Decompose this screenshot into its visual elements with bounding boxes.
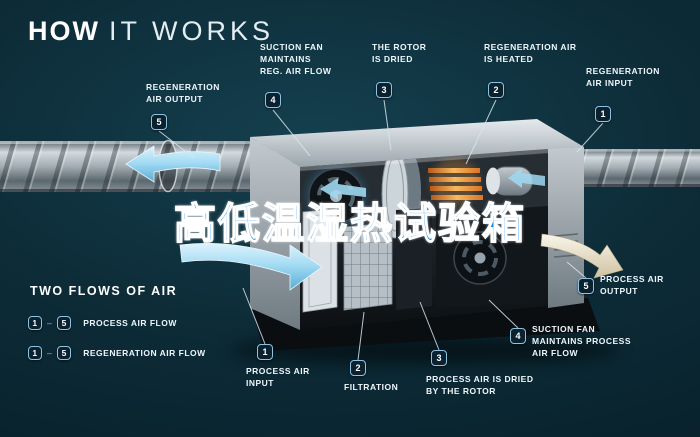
- badge-regeneration-3: 3: [376, 82, 392, 98]
- legend-heading: TWO FLOWS OF AIR: [30, 284, 178, 298]
- badge-regeneration-4: 4: [265, 92, 281, 108]
- process-air-input-arrow: [179, 243, 323, 291]
- legend-regeneration-label: REGENERATION AIR FLOW: [83, 348, 206, 358]
- badge-regeneration-2: 2: [488, 82, 504, 98]
- label-suction-fan-reg: SUCTION FAN MAINTAINS REG. AIR FLOW: [260, 42, 332, 76]
- legend-process-label: PROCESS AIR FLOW: [83, 318, 177, 328]
- badge-process-5: 5: [578, 278, 594, 294]
- badge-regeneration-5: 5: [151, 114, 167, 130]
- right-side-panel: [548, 147, 584, 308]
- process-fan-chamber: [436, 206, 548, 308]
- badge-process-4: 4: [510, 328, 526, 344]
- badge-process-1: 1: [257, 344, 273, 360]
- legend-process-to-badge: 5: [57, 316, 72, 330]
- title-how: HOW: [28, 16, 100, 46]
- internal-airflow-arrow-right: [508, 168, 545, 188]
- label-regeneration-air-output: REGENERATION AIR OUTPUT: [146, 82, 220, 104]
- label-rotor-dried: THE ROTOR IS DRIED: [372, 42, 427, 64]
- regeneration-air-output-arrow: [125, 145, 221, 183]
- label-process-air-dried: PROCESS AIR IS DRIED BY THE ROTOR: [426, 374, 534, 396]
- badge-process-2: 2: [350, 360, 366, 376]
- watermark-text: 高低温湿热试验箱: [173, 199, 527, 248]
- filter-panel: [343, 222, 393, 311]
- legend-row-regeneration: 1 – 5 REGENERATION AIR FLOW: [28, 346, 206, 360]
- legend-process-from-badge: 1: [28, 316, 42, 330]
- label-regeneration-air-heated: REGENERATION AIR IS HEATED: [484, 42, 577, 64]
- label-process-air-output: PROCESS AIR OUTPUT: [600, 274, 664, 296]
- center-column: [396, 208, 432, 310]
- label-suction-fan-process: SUCTION FAN MAINTAINS PROCESS AIR FLOW: [532, 324, 632, 358]
- internal-airflow-arrow: [320, 178, 366, 200]
- legend-row-process: 1 – 5 PROCESS AIR FLOW: [28, 316, 177, 330]
- title-it-works: IT WORKS: [108, 16, 274, 46]
- machine-cutaway: [250, 119, 584, 330]
- label-process-air-input: PROCESS AIR INPUT: [246, 366, 310, 388]
- legend-dash: –: [47, 348, 53, 358]
- badge-regeneration-1: 1: [595, 106, 611, 122]
- legend-regeneration-to-badge: 5: [57, 346, 72, 360]
- legend-dash: –: [47, 318, 53, 328]
- page-title: HOW IT WORKS: [28, 16, 274, 47]
- process-air-output-arrow: [540, 233, 624, 279]
- legend-regeneration-from-badge: 1: [28, 346, 42, 360]
- leader-lines: [158, 99, 604, 361]
- heater: [428, 158, 483, 206]
- label-regeneration-air-input: REGENERATION AIR INPUT: [586, 66, 660, 88]
- badge-process-3: 3: [431, 350, 447, 366]
- label-filtration: FILTRATION: [344, 382, 399, 392]
